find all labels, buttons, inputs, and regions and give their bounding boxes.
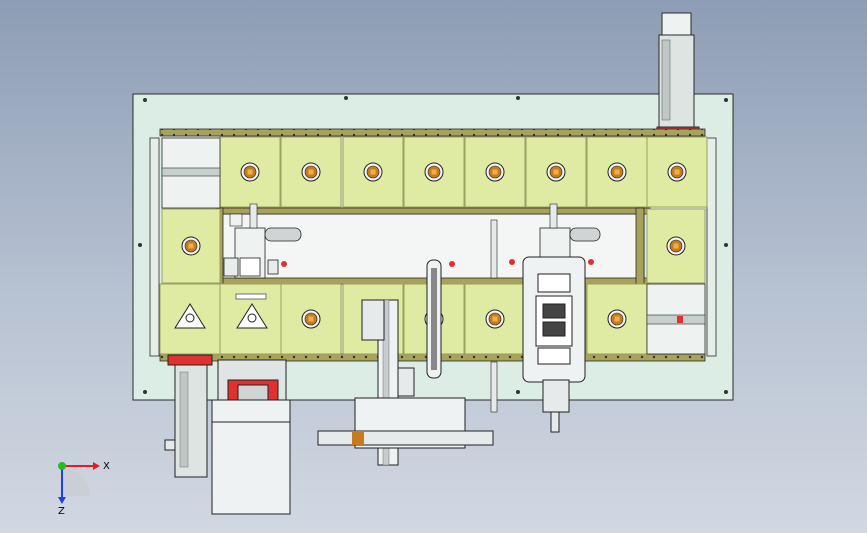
x-axis-label: X <box>103 461 110 472</box>
part-center <box>431 169 437 175</box>
part-center <box>188 243 194 249</box>
part-center <box>370 169 376 175</box>
part-center <box>308 316 314 322</box>
top-cylinder <box>656 12 700 136</box>
left-slider <box>223 203 302 279</box>
part-center <box>492 169 498 175</box>
gripper-plate <box>522 256 586 433</box>
part-center <box>247 169 253 175</box>
triad-icon: X Z <box>58 461 110 517</box>
part-center <box>553 169 559 175</box>
part-center <box>674 169 680 175</box>
sensors <box>281 259 594 267</box>
bottom-cylinder <box>317 299 494 466</box>
part-center <box>614 316 620 322</box>
left-cylinder <box>164 354 213 478</box>
screws <box>138 96 728 394</box>
part-center <box>614 169 620 175</box>
part-center <box>308 169 314 175</box>
right-slider <box>539 203 601 259</box>
part-center <box>673 243 679 249</box>
part-center <box>492 316 498 322</box>
vertical-rods <box>426 219 498 413</box>
z-axis-label: Z <box>58 506 65 517</box>
triangle-fixture <box>174 293 268 329</box>
motor-box <box>211 359 291 515</box>
